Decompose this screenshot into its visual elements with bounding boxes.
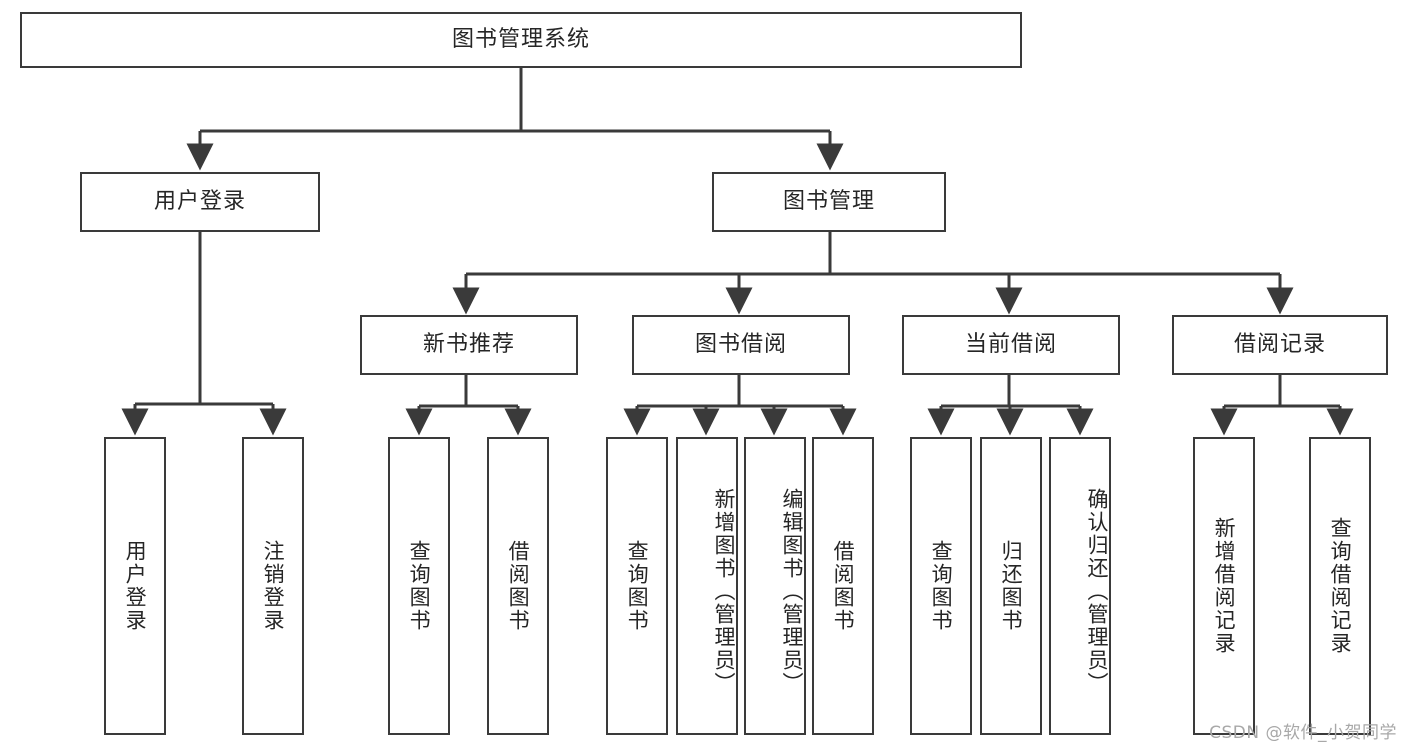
node-leaf-edit-book[interactable]: 编辑图书（管理员） [744, 437, 806, 735]
node-book-borrow-label: 图书借阅 [694, 331, 787, 357]
node-leaf-borrow-book-1-label: 借阅图书 [506, 540, 531, 632]
node-leaf-borrow-book-2-label: 借阅图书 [831, 540, 856, 632]
node-book-manage[interactable]: 图书管理 [712, 172, 946, 232]
node-leaf-return-book-label: 归还图书 [999, 540, 1024, 632]
node-leaf-return-book[interactable]: 归还图书 [980, 437, 1042, 735]
node-leaf-query-book-3[interactable]: 查询图书 [910, 437, 972, 735]
node-leaf-query-book-1-label: 查询图书 [407, 540, 432, 632]
node-leaf-add-book-label: 新增图书（管理员） [712, 487, 736, 695]
node-leaf-add-record-label: 新增借阅记录 [1212, 517, 1237, 655]
watermark-text: CSDN @软件_小贺同学 [1209, 723, 1397, 743]
node-root[interactable]: 图书管理系统 [20, 12, 1022, 68]
node-leaf-query-book-2-label: 查询图书 [625, 540, 650, 632]
node-leaf-confirm-return[interactable]: 确认归还（管理员） [1049, 437, 1111, 735]
node-leaf-borrow-book-1[interactable]: 借阅图书 [487, 437, 549, 735]
node-root-label: 图书管理系统 [451, 26, 590, 52]
node-new-book-recommend[interactable]: 新书推荐 [360, 315, 578, 375]
node-borrow-record-label: 借阅记录 [1233, 331, 1326, 357]
node-leaf-confirm-return-label: 确认归还（管理员） [1085, 487, 1109, 695]
node-leaf-query-book-1[interactable]: 查询图书 [388, 437, 450, 735]
node-leaf-query-book-3-label: 查询图书 [929, 540, 954, 632]
node-book-manage-label: 图书管理 [782, 188, 875, 214]
node-leaf-add-book[interactable]: 新增图书（管理员） [676, 437, 738, 735]
node-leaf-query-record-label: 查询借阅记录 [1328, 517, 1353, 655]
node-current-borrow-label: 当前借阅 [964, 331, 1057, 357]
node-borrow-record[interactable]: 借阅记录 [1172, 315, 1388, 375]
node-book-borrow[interactable]: 图书借阅 [632, 315, 850, 375]
node-leaf-query-record[interactable]: 查询借阅记录 [1309, 437, 1371, 735]
node-current-borrow[interactable]: 当前借阅 [902, 315, 1120, 375]
node-leaf-borrow-book-2[interactable]: 借阅图书 [812, 437, 874, 735]
node-leaf-edit-book-label: 编辑图书（管理员） [780, 487, 804, 695]
node-user-login[interactable]: 用户登录 [80, 172, 320, 232]
node-leaf-user-logout[interactable]: 注销登录 [242, 437, 304, 735]
node-leaf-user-logout-label: 注销登录 [261, 540, 286, 632]
node-leaf-add-record[interactable]: 新增借阅记录 [1193, 437, 1255, 735]
node-new-book-recommend-label: 新书推荐 [422, 331, 515, 357]
node-leaf-query-book-2[interactable]: 查询图书 [606, 437, 668, 735]
node-user-login-label: 用户登录 [153, 188, 246, 214]
node-leaf-user-login-label: 用户登录 [123, 540, 148, 632]
node-leaf-user-login[interactable]: 用户登录 [104, 437, 166, 735]
